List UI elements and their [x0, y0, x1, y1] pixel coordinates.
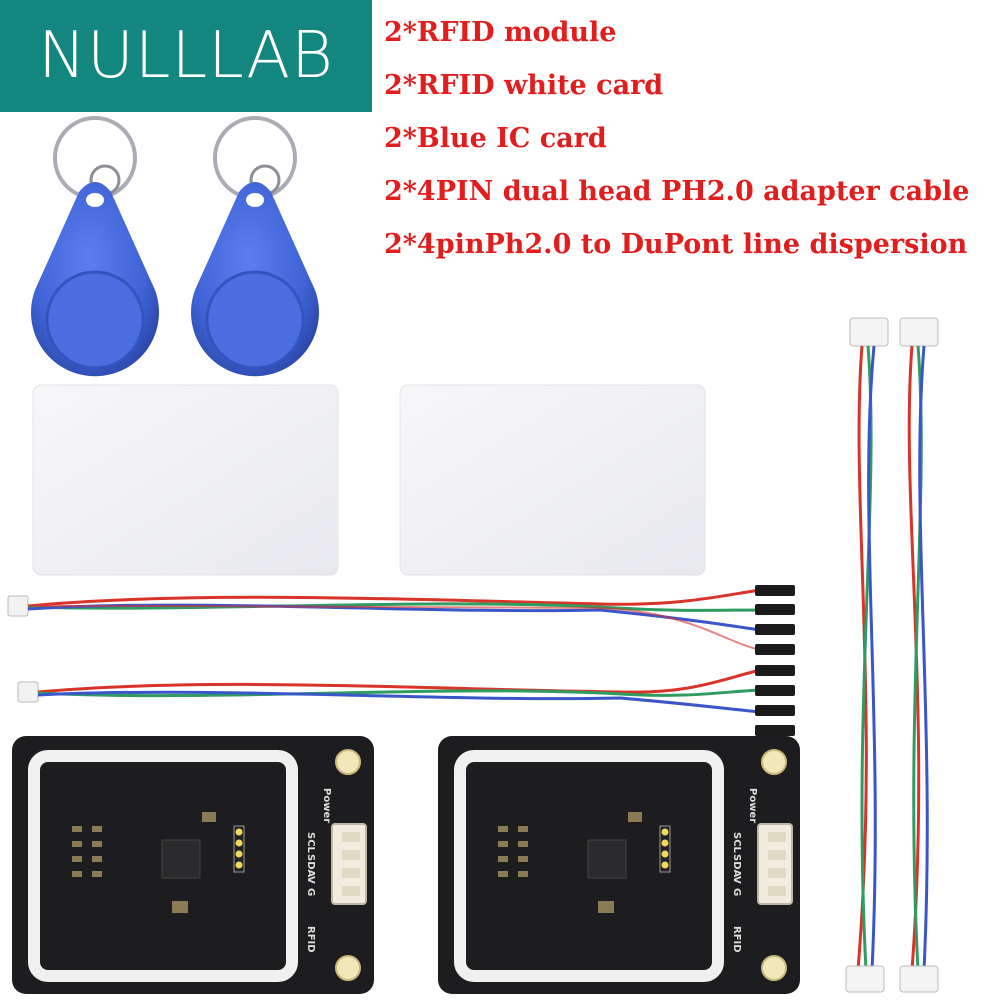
board-pin-label: V	[305, 876, 316, 884]
contents-item: 2*4PIN dual head PH2.0 adapter cable	[384, 176, 970, 207]
board-pin-label: SCL	[305, 832, 316, 854]
brand-logo-text: NULLLAB	[38, 19, 334, 93]
ph2-adapter-cable	[899, 317, 939, 993]
board-pin-label: G	[305, 888, 316, 896]
rfid-white-card	[32, 384, 339, 576]
rfid-white-card	[399, 384, 706, 576]
contents-item: 2*RFID white card	[384, 70, 664, 101]
ph2-adapter-cable	[845, 317, 889, 993]
contents-item: 2*Blue IC card	[384, 123, 607, 154]
board-name-label: RFID	[305, 926, 316, 953]
blue-ic-keyfob	[29, 116, 161, 379]
board-power-label: Power	[747, 788, 758, 823]
dupont-dispersion-cable	[7, 585, 795, 655]
dupont-dispersion-cable	[17, 665, 795, 736]
board-pin-label: SDA	[305, 854, 316, 878]
board-power-label: Power	[321, 788, 332, 823]
package-contents-list: 2*RFID module 2*RFID white card 2*Blue I…	[384, 6, 969, 271]
board-pin-label: SDA	[731, 854, 742, 878]
brand-logo: NULLLAB	[0, 0, 372, 112]
contents-item: 2*4pinPh2.0 to DuPont line dispersion	[384, 229, 968, 260]
blue-ic-keyfob	[189, 116, 321, 379]
board-pin-label: G	[731, 888, 742, 896]
rfid-module-board: Power SCL SDA V G RFID	[438, 736, 800, 994]
rfid-module-board: Power SCL SDA V G RFID	[12, 736, 374, 994]
board-pin-label: V	[731, 876, 742, 884]
contents-item: 2*RFID module	[384, 17, 617, 48]
board-pin-label: SCL	[731, 832, 742, 854]
board-name-label: RFID	[731, 926, 742, 953]
